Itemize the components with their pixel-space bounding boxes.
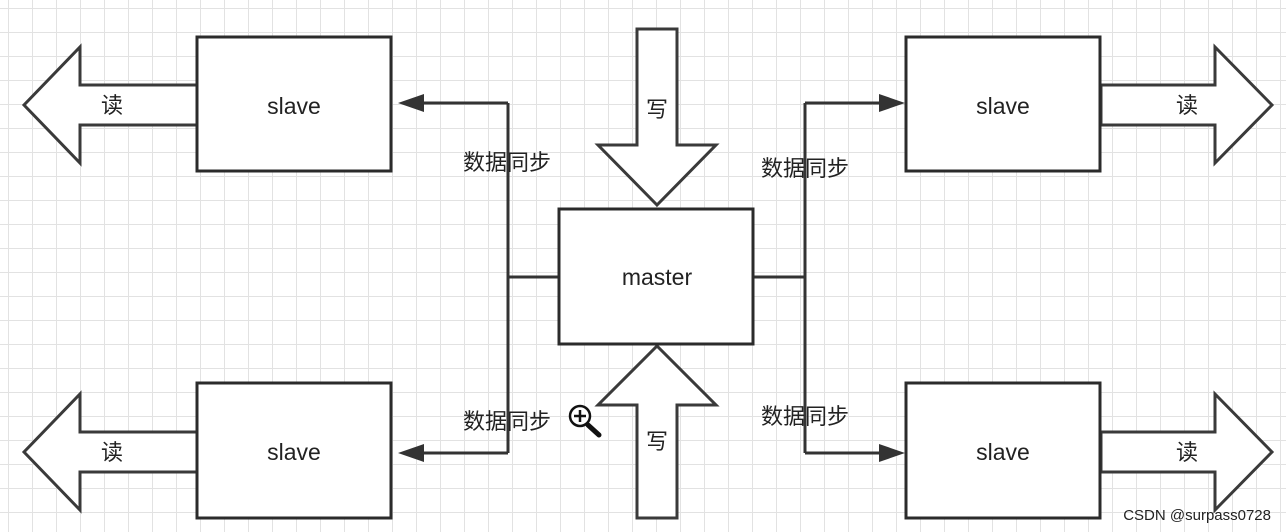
slave-label-bottom-left: slave	[267, 439, 321, 465]
sync-connector-right	[754, 94, 905, 462]
read-arrow-bottom-right	[1099, 390, 1275, 514]
read-arrow-top-left	[21, 43, 199, 167]
read-arrow-top-right	[1099, 43, 1275, 167]
write-label-bottom: 写	[646, 430, 668, 455]
slave-label-top-left: slave	[267, 93, 321, 119]
write-arrow-top	[594, 27, 720, 208]
sync-label-top-right: 数据同步	[761, 157, 849, 182]
slave-box-bottom-right	[904, 381, 1102, 520]
slave-box-top-left	[195, 35, 393, 173]
sync-connector-left	[398, 94, 559, 462]
sync-label-top-left: 数据同步	[463, 151, 551, 176]
slave-box-top-right	[904, 35, 1102, 173]
read-label-top-right: 读	[1176, 94, 1198, 119]
read-label-top-left: 读	[101, 94, 123, 119]
slave-label-top-right: slave	[976, 93, 1030, 119]
master-label: master	[622, 264, 693, 290]
sync-arrowhead-top-left	[398, 94, 424, 112]
sync-arrowhead-top-right	[879, 94, 905, 112]
write-arrow-bottom	[594, 343, 720, 520]
slave-label-bottom-right: slave	[976, 439, 1030, 465]
write-label-top: 写	[646, 98, 668, 123]
sync-arrowhead-bottom-left	[398, 444, 424, 462]
zoom-in-icon[interactable]	[568, 404, 602, 438]
read-label-bottom-left: 读	[101, 441, 123, 466]
sync-label-bottom-left: 数据同步	[463, 410, 551, 435]
sync-label-bottom-right: 数据同步	[761, 405, 849, 430]
read-label-bottom-right: 读	[1176, 441, 1198, 466]
master-box	[557, 207, 755, 346]
sync-arrowhead-bottom-right	[879, 444, 905, 462]
read-arrow-bottom-left	[21, 390, 199, 514]
watermark: CSDN @surpass0728	[1123, 507, 1271, 524]
slave-box-bottom-left	[195, 381, 393, 520]
